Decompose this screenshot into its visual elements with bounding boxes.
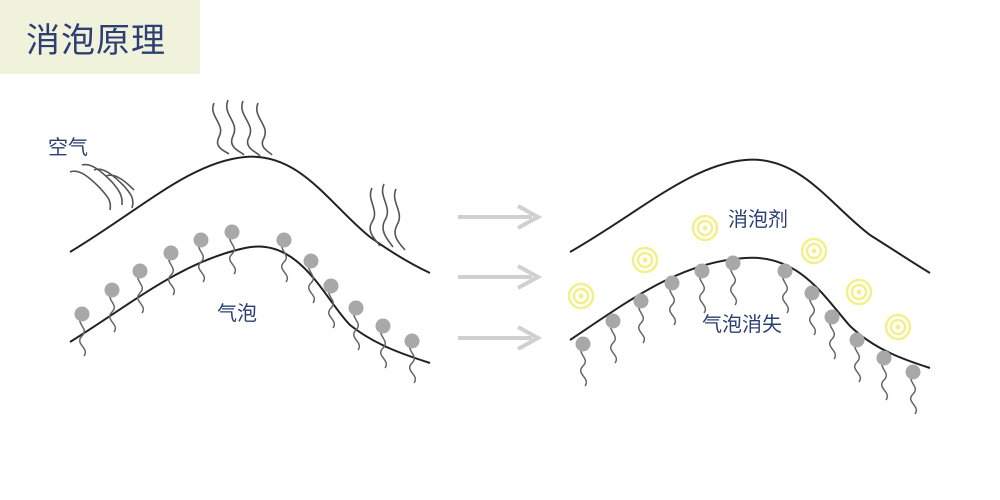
surfactant-molecule	[876, 350, 892, 401]
surfactant-molecule	[605, 313, 621, 364]
surfactant-molecule	[348, 300, 364, 351]
air-label: 空气	[48, 135, 88, 159]
surfactant-molecule	[804, 285, 820, 336]
surfactant-molecule	[404, 333, 420, 384]
surfactant-molecule	[276, 232, 292, 283]
surfactant-molecule	[575, 336, 591, 387]
surfactant-molecule	[777, 263, 793, 314]
defoamer-particle	[631, 246, 659, 274]
left-bubble-curve	[69, 245, 431, 364]
bubble-gone-label: 气泡消失	[702, 312, 782, 336]
right-outer-film-curve	[569, 158, 931, 274]
defoamer-particle	[884, 313, 912, 341]
surfactant-molecule	[824, 309, 840, 360]
surfactant-molecule	[725, 255, 741, 306]
title-box: 消泡原理	[0, 0, 200, 74]
arrow-icon	[456, 204, 540, 230]
defoamer-particle	[845, 278, 873, 306]
surfactant-molecule	[132, 263, 148, 314]
left-outer-film-curve	[69, 155, 431, 274]
surfactant-molecule	[193, 232, 209, 283]
surfactant-molecule	[633, 293, 649, 344]
defoamer-particle	[691, 214, 719, 242]
surfactant-molecule	[849, 332, 865, 383]
left-panel: 空气 气泡	[48, 99, 431, 384]
right-panel: 消泡剂 气泡消失	[567, 158, 931, 415]
surfactant-molecule	[694, 263, 710, 314]
bubble-label: 气泡	[217, 301, 257, 325]
air-wave-icon	[69, 163, 135, 211]
arrow-icon	[456, 264, 540, 290]
surfactant-molecule	[163, 245, 179, 296]
arrow-icon	[456, 325, 540, 351]
surfactant-molecule	[664, 275, 680, 326]
surfactant-molecule	[224, 224, 240, 275]
surfactant-molecule	[303, 253, 319, 304]
defoamer-label: 消泡剂	[728, 207, 788, 231]
surfactant-molecule	[905, 364, 921, 415]
defoamer-particle	[800, 237, 828, 265]
air-wave-icon	[211, 99, 273, 157]
surfactant-molecule	[323, 278, 339, 329]
surfactant-molecule	[375, 318, 391, 369]
surfactant-molecule	[104, 282, 120, 333]
defoamer-particle	[567, 282, 595, 310]
surfactant-molecule	[74, 306, 90, 357]
air-wave-icon	[369, 183, 406, 251]
page-title: 消泡原理	[26, 20, 166, 61]
